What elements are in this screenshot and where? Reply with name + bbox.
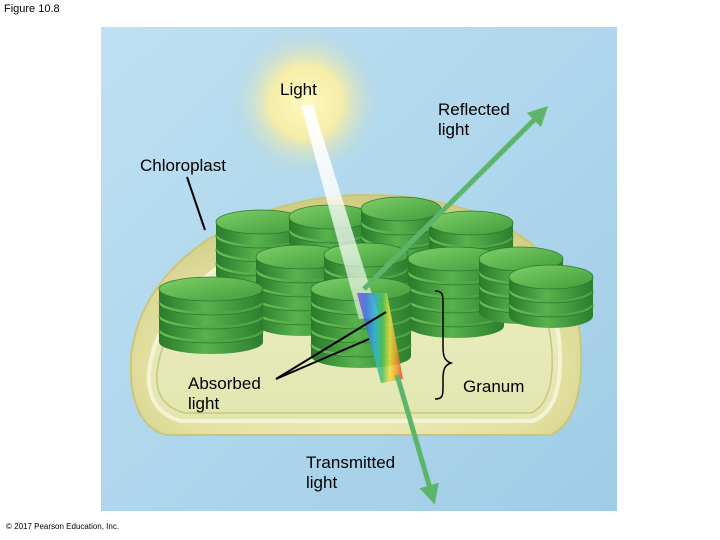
figure-caption: Figure 10.8 [4,3,60,15]
granum-stack [159,277,263,354]
granum-stack [509,265,593,328]
chloroplast-label: Chloroplast [140,156,226,176]
sun-icon [226,27,386,182]
thylakoid-disc-top [361,197,441,221]
chloroplast-diagram [101,27,617,511]
granum-label: Granum [463,377,524,397]
thylakoid-disc-top [509,265,593,289]
reflected-light-label: Reflected light [438,100,510,140]
transmitted-light-label: Transmitted light [306,453,395,493]
copyright-notice: © 2017 Pearson Education, Inc. [6,522,119,531]
thylakoid-disc-top [159,277,263,301]
light-label: Light [280,80,317,100]
absorbed-light-label: Absorbed light [188,374,261,414]
